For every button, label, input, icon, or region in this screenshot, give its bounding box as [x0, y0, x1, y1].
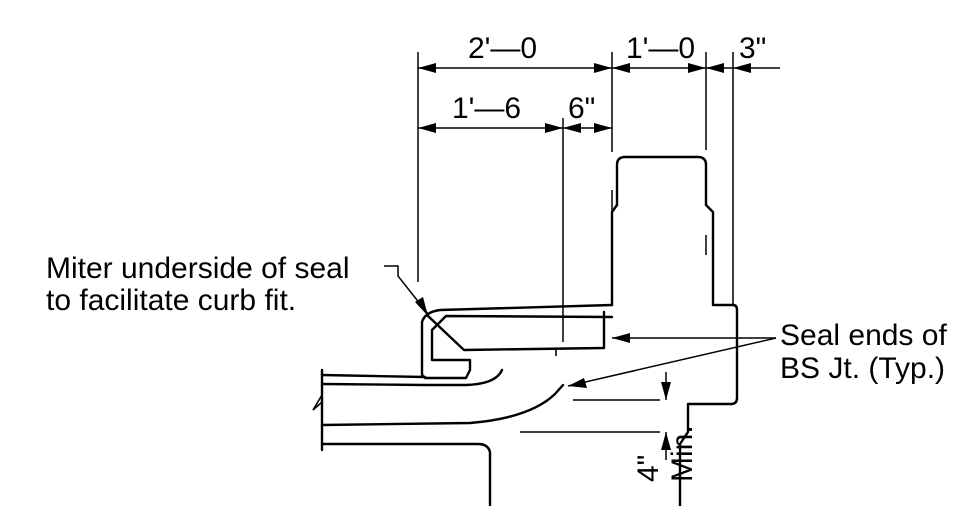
seal-note-line1: Seal ends of — [780, 319, 947, 352]
dimension-label-second-right: 6" — [568, 92, 595, 125]
curb-neck-left — [610, 203, 619, 307]
seal-note-leaders — [567, 333, 777, 388]
clearance-value-label: 4" — [632, 455, 665, 482]
curb-outline — [615, 155, 739, 506]
joint-seal — [420, 303, 614, 380]
clearance-dimension — [661, 372, 671, 460]
deck-slab-lower — [320, 368, 504, 387]
deck-slab-underside — [320, 383, 565, 427]
slab-break-line — [312, 394, 323, 418]
miter-note-line2: to facilitate curb fit. — [46, 284, 296, 317]
seal-note-line2: BS Jt. (Typ.) — [780, 352, 945, 385]
deck-slab-top — [320, 373, 427, 379]
dimension-label-top-left: 2'—0 — [468, 32, 537, 65]
clearance-min-label: Min. — [666, 425, 699, 482]
dimension-line-top — [418, 63, 780, 73]
miter-note-line1: Miter underside of seal — [46, 252, 350, 285]
dimension-label-second-left: 1'—6 — [452, 92, 521, 125]
joint-seal-miter — [426, 310, 606, 352]
deck-slab-bottom — [320, 442, 492, 506]
dimension-label-top-right: 3" — [739, 32, 766, 65]
dimension-line-second — [418, 123, 612, 133]
dimension-label-top-mid: 1'—0 — [626, 32, 695, 65]
miter-note-leader — [384, 265, 429, 316]
